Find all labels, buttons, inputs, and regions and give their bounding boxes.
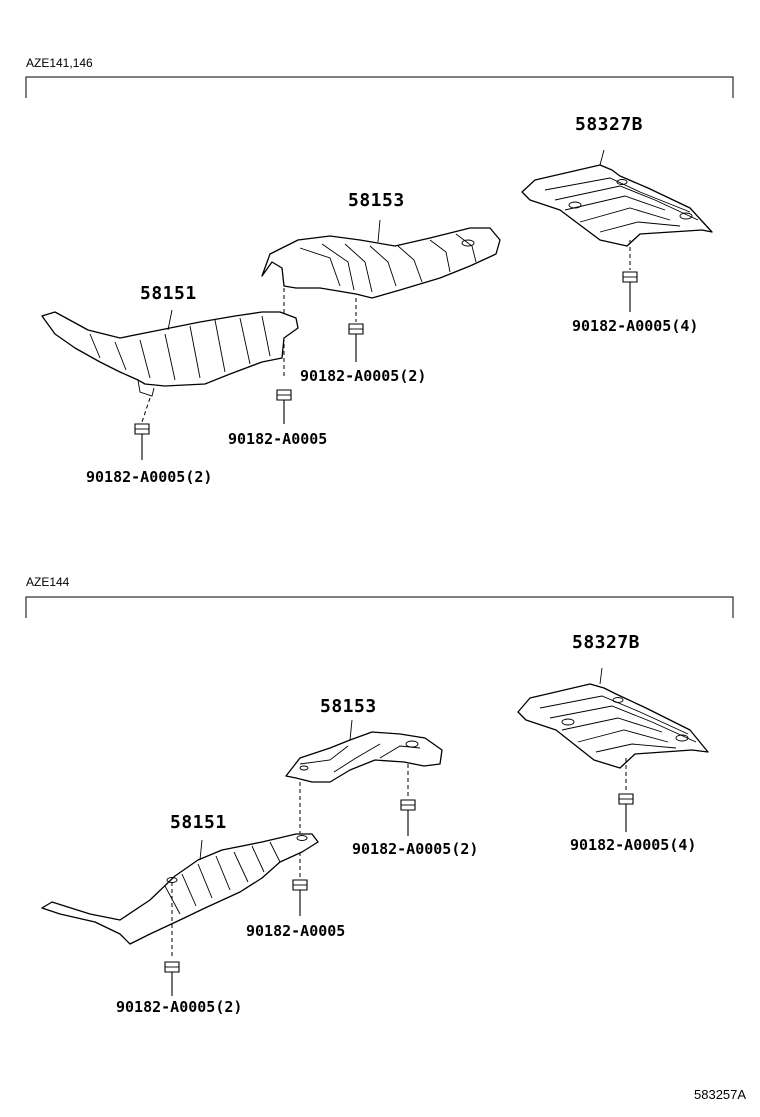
part-58327b-upper <box>521 149 713 247</box>
bolt-label: 90182-A0005 <box>228 430 328 448</box>
part-58153-lower <box>285 719 443 783</box>
part-label-58327b: 58327B <box>575 114 644 135</box>
part-58153-upper <box>261 219 501 299</box>
bolt-label: 90182-A0005(4) <box>570 836 697 854</box>
bolt-lower-single <box>292 879 308 891</box>
part-58151-upper <box>41 309 299 397</box>
part-label-58151: 58151 <box>140 283 197 304</box>
bolt-label: 90182-A0005(2) <box>300 367 427 385</box>
figure-id: 583257A <box>694 1087 747 1102</box>
bolt-label: 90182-A0005(2) <box>86 468 213 486</box>
bolt-label: 90182-A0005(2) <box>116 998 243 1016</box>
bolt-upper-2b <box>134 423 150 435</box>
bolt-upper-single <box>276 389 292 401</box>
part-label-58153: 58153 <box>348 190 405 211</box>
section-1-bracket <box>25 76 734 98</box>
part-label-58153: 58153 <box>320 696 377 717</box>
variant-label: AZE141,146 <box>26 56 93 70</box>
bolt-label: 90182-A0005(2) <box>352 840 479 858</box>
bolt-label: 90182-A0005 <box>246 922 346 940</box>
bolt-upper-2a <box>348 323 364 335</box>
bolt-lower-2b <box>164 961 180 973</box>
section-2-bracket <box>25 596 734 618</box>
part-58327b-lower <box>517 667 709 769</box>
bolt-lower-2a <box>400 799 416 811</box>
part-label-58151: 58151 <box>170 812 227 833</box>
bolt-lower-4 <box>618 793 634 805</box>
variant-label: AZE144 <box>26 575 70 589</box>
part-58151-lower <box>41 833 319 945</box>
bolt-upper-4 <box>622 271 638 283</box>
bolt-label: 90182-A0005(4) <box>572 317 699 335</box>
part-label-58327b: 58327B <box>572 632 641 653</box>
